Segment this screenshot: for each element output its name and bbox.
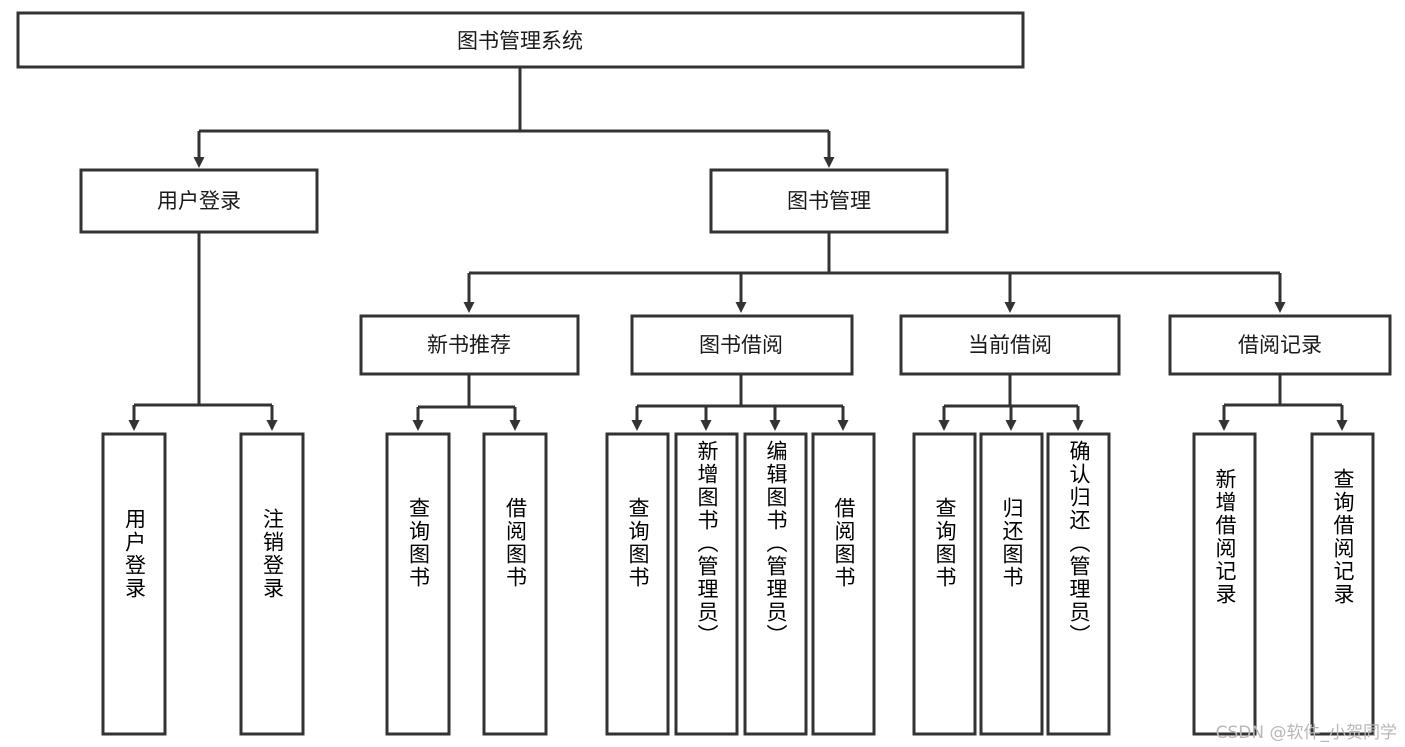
node-user-login-label: 用户登录 bbox=[157, 189, 241, 213]
leaf-book-borrow-1-box bbox=[674, 432, 739, 736]
leaf-book-borrow-2-box bbox=[743, 432, 808, 736]
node-new-book-box bbox=[359, 314, 580, 376]
csdn-watermark: CSDN @软件_小贺同学 bbox=[1215, 723, 1397, 743]
node-new-book-label: 新书推荐 bbox=[427, 333, 511, 357]
node-book-borrow-box bbox=[630, 314, 854, 376]
leaf-borrow-record-1-box bbox=[1310, 432, 1375, 736]
node-root-label: 图书管理系统 bbox=[457, 29, 583, 53]
leaf-book-borrow-0-box bbox=[605, 432, 670, 736]
node-borrow-record-label: 借阅记录 bbox=[1238, 333, 1322, 357]
node-book-borrow-label: 图书借阅 bbox=[699, 333, 783, 357]
node-borrow-record-box bbox=[1168, 314, 1392, 376]
leaf-new-book-1-box bbox=[482, 432, 548, 736]
leaf-current-borrow-0-box bbox=[912, 432, 977, 736]
node-root-box bbox=[16, 11, 1025, 69]
leaf-user-login-1-box bbox=[239, 432, 305, 736]
node-book-manage-label: 图书管理 bbox=[787, 189, 871, 213]
node-current-borrow-label: 当前借阅 bbox=[968, 333, 1052, 357]
leaf-user-login-0-box bbox=[101, 432, 167, 736]
node-current-borrow-box bbox=[899, 314, 1121, 376]
leaf-current-borrow-2-box bbox=[1046, 432, 1111, 736]
leaf-current-borrow-1-box bbox=[979, 432, 1044, 736]
leaf-new-book-0-box bbox=[385, 432, 451, 736]
leaf-book-borrow-3-box bbox=[811, 432, 876, 736]
leaf-borrow-record-0-box bbox=[1192, 432, 1257, 736]
node-book-manage-box bbox=[709, 168, 949, 234]
